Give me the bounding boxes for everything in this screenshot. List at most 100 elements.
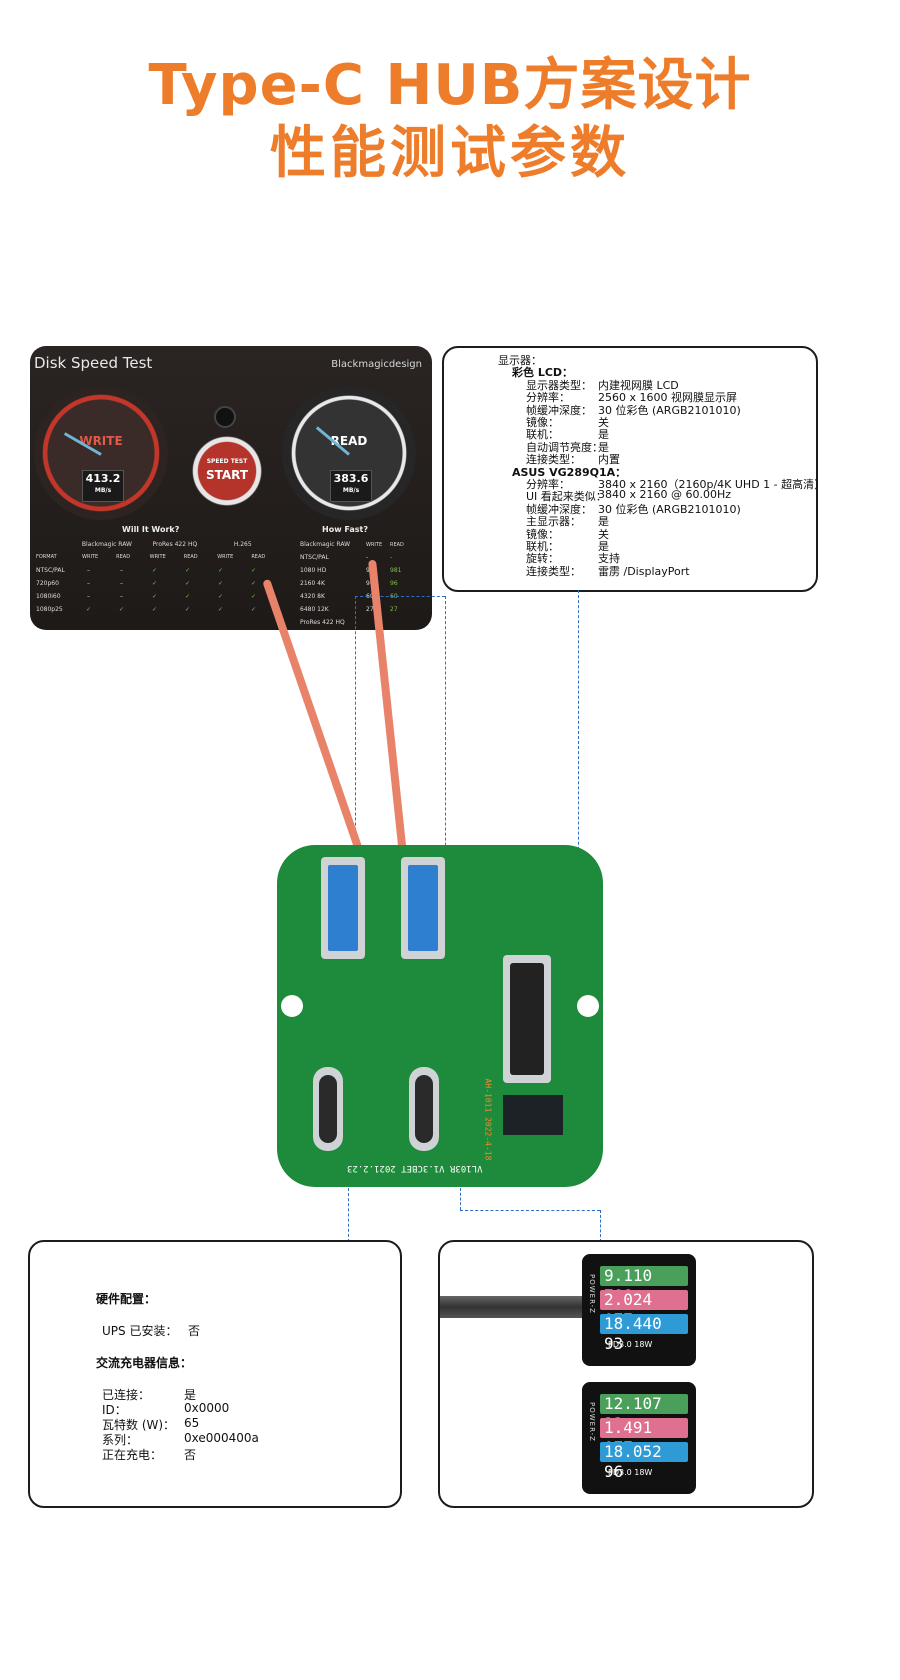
table-row: NTSC/PAL - -	[300, 554, 414, 567]
display-info-label: 分辨率：	[526, 391, 570, 405]
table-row: 1080p25✓✓✓✓✓✓	[36, 606, 257, 613]
display-info-value: 雷雳 /DisplayPort	[598, 564, 690, 578]
table-row: 1080 HD981981	[300, 567, 414, 580]
write-cell: 27	[366, 606, 374, 613]
start-button[interactable]: SPEED TEST START	[192, 436, 262, 506]
col-write: WRITE	[217, 554, 234, 560]
usb-a-port[interactable]	[321, 857, 365, 959]
hardware-heading: 硬件配置：	[96, 1292, 157, 1306]
meter-voltage: 12.107 33	[600, 1394, 688, 1433]
display-info-value: 是	[598, 515, 609, 529]
table-row: 2160 4K9696	[300, 580, 414, 593]
format-cell: 720p60	[36, 580, 59, 587]
display-info-label: 帧缓冲深度：	[526, 403, 592, 417]
format-cell: NTSC/PAL	[300, 554, 329, 561]
power-meter-panel: POWER-Z9.110 7882.024 07718.440 93PD3.0 …	[438, 1240, 814, 1508]
controller-chip	[503, 1095, 563, 1135]
usb-a-port[interactable]	[401, 857, 445, 959]
display-info-value: 是	[598, 440, 609, 454]
mount-hole	[577, 995, 599, 1017]
display-info-label: 连接类型：	[526, 453, 581, 467]
write-cell: -	[366, 554, 369, 561]
display-info-label: 分辨率：	[526, 478, 570, 491]
display-info-label: 旋转：	[526, 552, 559, 566]
charger-value: 0xe000400a	[184, 1431, 259, 1445]
meter-power: 18.440 93	[600, 1314, 688, 1353]
dst-brand-logo: Blackmagicdesign	[331, 359, 422, 370]
connector-line	[600, 1210, 601, 1242]
type-c-port[interactable]	[409, 1067, 439, 1151]
connector-line	[460, 1210, 600, 1211]
write-unit: MB/s	[94, 487, 112, 494]
display-info-label: 自动调节亮度：	[526, 440, 603, 454]
read-cell: -	[390, 554, 393, 561]
display-info-label: 显示器类型：	[526, 378, 592, 392]
display-info-label: 镜像：	[526, 416, 559, 429]
table-row: ProRes 422 HQ	[300, 619, 414, 630]
display-info-value: 30 位彩色 (ARGB2101010)	[598, 403, 741, 417]
format-cell: 1080p25	[36, 606, 63, 613]
how-fast-codec: Blackmagic RAW	[300, 541, 351, 548]
display-info-label: 连接类型：	[526, 564, 581, 578]
connector-line	[578, 590, 579, 890]
display-info-label: 帧缓冲深度：	[526, 502, 592, 516]
read-label: READ	[330, 434, 368, 448]
will-it-work-heading: Will It Work?	[122, 525, 180, 534]
settings-knob-icon[interactable]	[214, 406, 236, 428]
charger-label: 瓦特数 (W)：	[102, 1418, 176, 1432]
dst-header: Disk Speed Test Blackmagicdesign	[30, 346, 432, 372]
display-info-value: 内置	[598, 453, 620, 467]
write-label: WRITE	[79, 434, 123, 448]
display-info-value: 是	[598, 428, 609, 442]
charger-value: 否	[184, 1448, 197, 1462]
charger-heading: 交流充电器信息：	[96, 1356, 193, 1370]
format-cell: 1080i60	[36, 593, 61, 600]
how-fast-next-codec: ProRes 422 HQ	[300, 619, 345, 626]
col-format: FORMAT	[36, 554, 57, 560]
board-silkscreen: VL103R V1.3CBET 2021.2.23	[347, 1163, 483, 1173]
connector-line	[355, 596, 445, 597]
charger-label: 正在充电：	[102, 1448, 163, 1462]
mount-hole	[281, 995, 303, 1017]
dst-app-name: Disk Speed Test	[34, 354, 153, 372]
format-cell: 2160 4K	[300, 580, 325, 587]
start-button-line2: START	[205, 468, 249, 482]
col-read: READ	[251, 554, 266, 560]
how-fast-heading: How Fast?	[322, 525, 368, 534]
display-info-heading: 显示器：	[498, 354, 542, 367]
meter-power: 18.052 96	[600, 1442, 688, 1481]
format-cell: 4320 8K	[300, 593, 325, 600]
charger-value: 65	[184, 1416, 200, 1430]
power-z-meter: POWER-Z9.110 7882.024 07718.440 93PD3.0 …	[582, 1254, 696, 1366]
display-info-value: 内建视网膜 LCD	[598, 378, 679, 392]
display-info-value: 是	[598, 540, 609, 553]
col-read: READ	[183, 554, 198, 560]
display-info-label: 主显示器：	[526, 515, 581, 529]
display-info-value: 支持	[598, 552, 620, 566]
meter-voltage: 9.110 788	[600, 1266, 688, 1305]
table-row: NTSC/PAL––✓✓✓✓	[36, 567, 257, 574]
write-value-box: 413.2 MB/s	[82, 470, 124, 502]
col-read: READ	[390, 542, 404, 548]
charger-label: 系列：	[102, 1433, 139, 1447]
read-cell: 27	[390, 606, 398, 613]
hdmi-port[interactable]	[503, 955, 551, 1083]
charger-label: 已连接：	[102, 1388, 151, 1402]
charger-value: 0x0000	[184, 1401, 230, 1415]
read-cell: 96	[390, 580, 398, 587]
col-write: WRITE	[149, 554, 166, 560]
start-button-line1: SPEED TEST	[206, 458, 248, 465]
col-write: WRITE	[82, 554, 99, 560]
display-info-value: 关	[598, 527, 609, 541]
read-unit: MB/s	[342, 487, 360, 494]
page-title-line2: 性能测试参数	[270, 121, 630, 186]
board-silkscreen-orange: AH-1011 2022-4-18	[483, 1078, 493, 1161]
format-cell: 6480 12K	[300, 606, 329, 613]
charger-value: 是	[184, 1388, 197, 1402]
write-gauge: WRITE 413.2 MB/s	[34, 386, 168, 520]
type-c-port[interactable]	[313, 1067, 343, 1151]
col-write: WRITE	[366, 542, 383, 548]
